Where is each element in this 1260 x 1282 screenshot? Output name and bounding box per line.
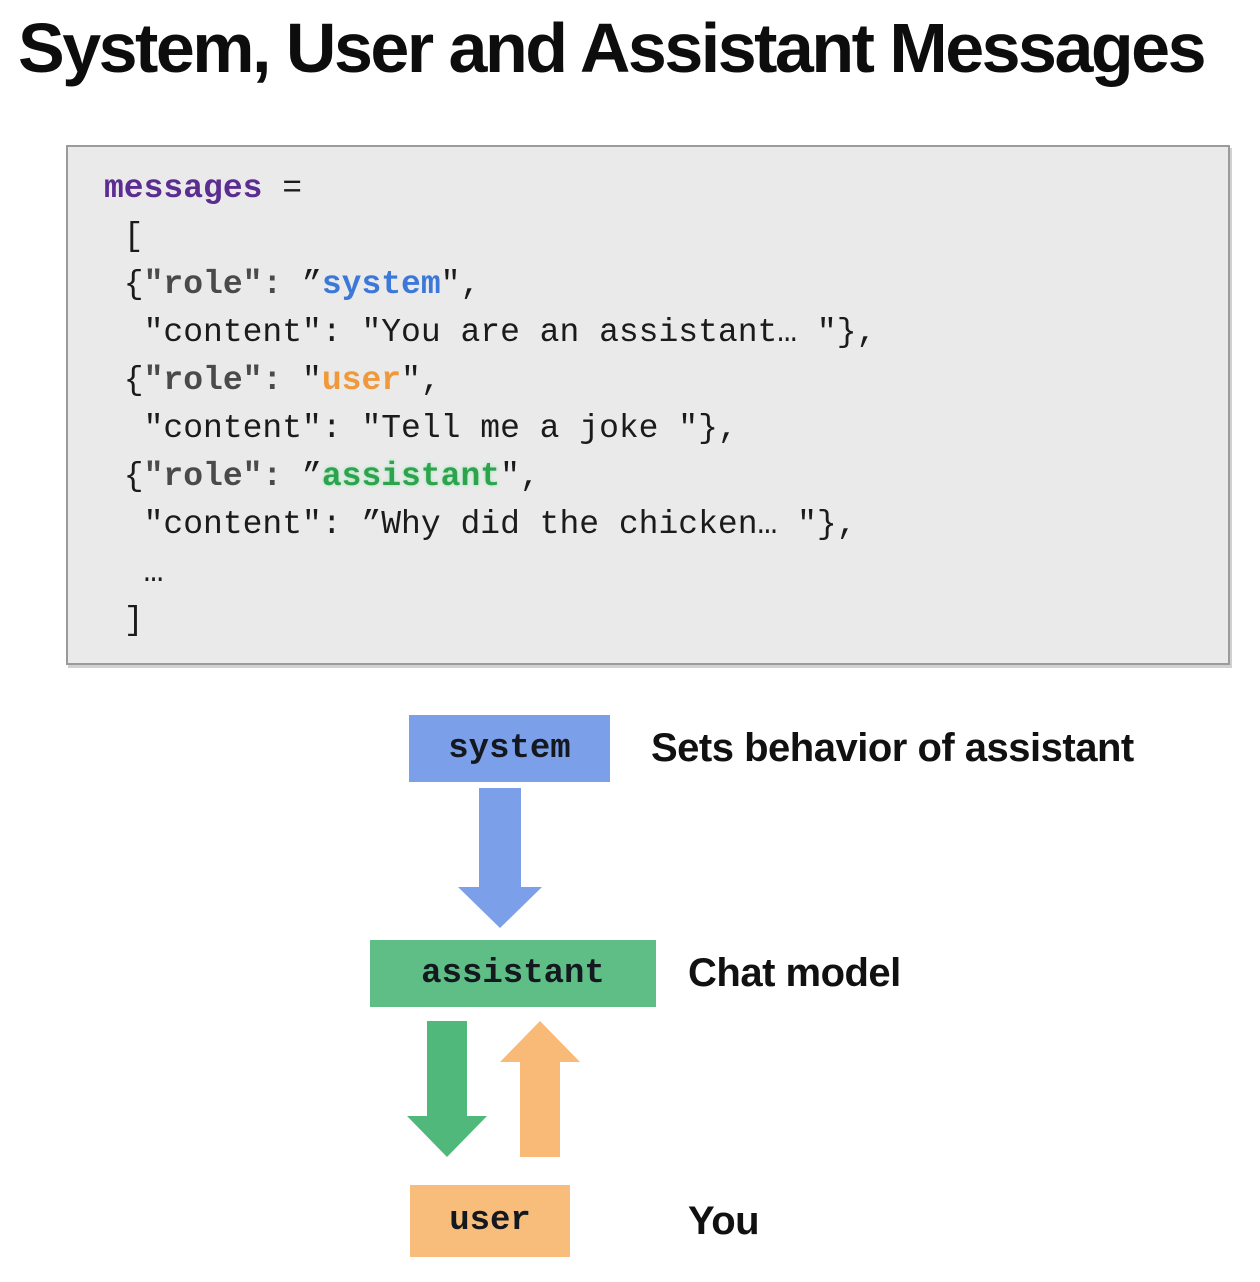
- code-line: {"role": "user",: [104, 362, 441, 399]
- arrow-user-to-assistant: [500, 1021, 580, 1157]
- arrow-system-to-assistant: [458, 788, 542, 928]
- assistant-box-label: assistant: [421, 954, 605, 993]
- system-box-label: system: [448, 729, 571, 768]
- caption-chat-model: Chat model: [688, 951, 901, 995]
- down-arrow-green-icon: [407, 1021, 487, 1157]
- code-box: messages = [ {"role": ”system", "content…: [66, 145, 1230, 665]
- up-arrow-orange-icon: [500, 1021, 580, 1157]
- code-line: ]: [104, 602, 144, 639]
- code-line: {"role": ”assistant",: [104, 458, 540, 495]
- page-title: System, User and Assistant Messages: [18, 9, 1207, 87]
- arrow-assistant-to-user: [407, 1021, 487, 1157]
- down-arrow-blue-icon: [458, 788, 542, 928]
- code-line: "content": "You are an assistant… "},: [104, 314, 877, 351]
- code-block: messages = [ {"role": ”system", "content…: [104, 165, 1218, 645]
- code-line: "content": ”Why did the chicken… "},: [104, 506, 857, 543]
- code-line: messages =: [104, 170, 303, 207]
- user-box-label: user: [449, 1202, 531, 1240]
- system-box: system: [409, 715, 610, 782]
- assistant-box: assistant: [370, 940, 656, 1007]
- caption-you: You: [688, 1198, 760, 1243]
- user-box: user: [410, 1185, 570, 1257]
- code-line: [: [104, 218, 144, 255]
- code-line: {"role": ”system",: [104, 266, 481, 303]
- code-line: "content": "Tell me a joke "},: [104, 410, 738, 447]
- caption-system: Sets behavior of assistant: [651, 726, 1134, 770]
- code-line: …: [104, 554, 164, 591]
